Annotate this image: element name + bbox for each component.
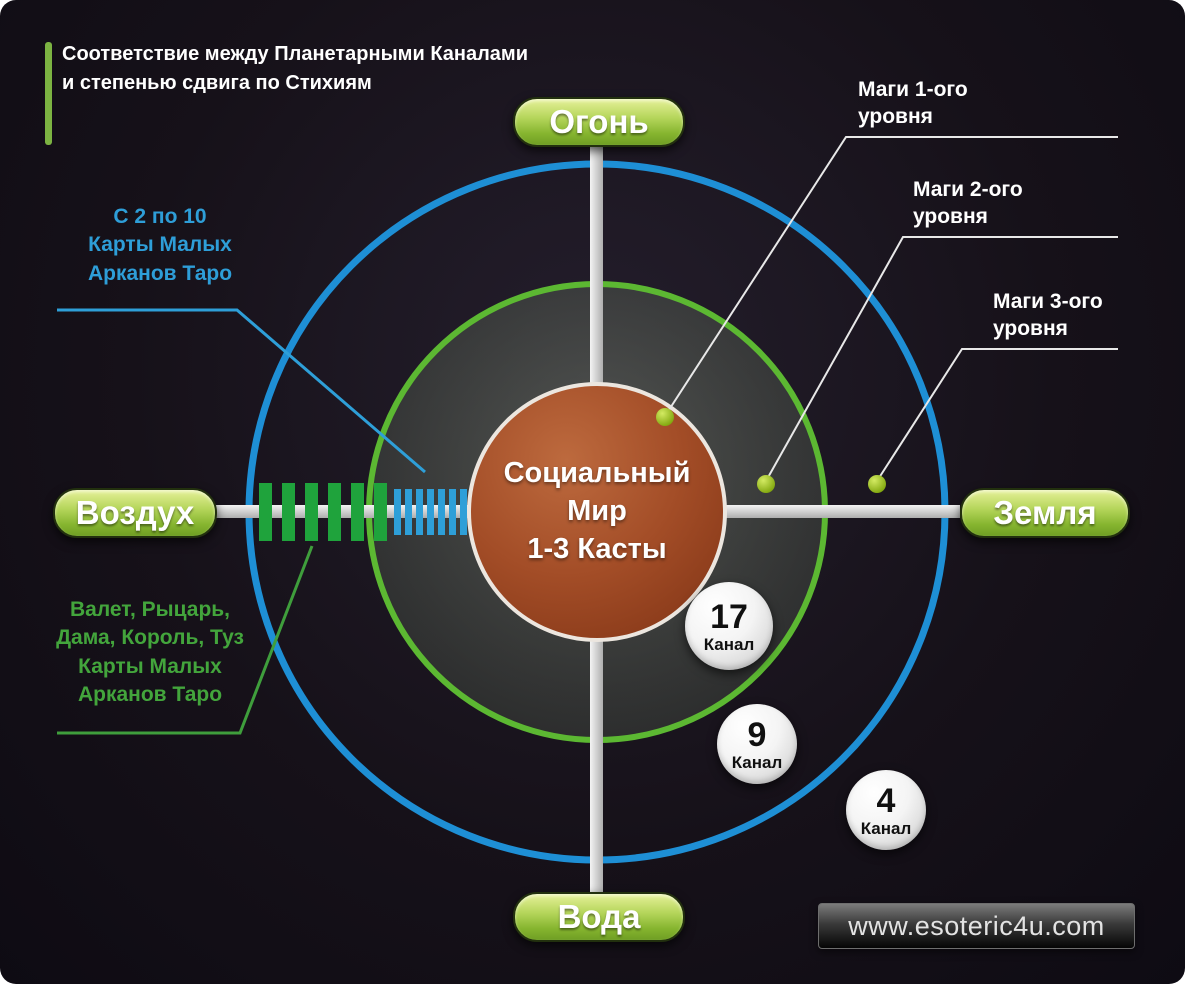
magi-level-3-label: Маги 3-ого уровня [993,290,1103,341]
element-label-water: Вода [557,898,641,935]
magi-2-marker-dot [757,475,775,493]
page-title: Соответствие между Планетарными Каналами… [62,43,529,94]
numbered-cards-note: С 2 по 10 Карты Малых Арканов Таро [87,205,233,285]
magi-level-2-label: Маги 2-ого уровня [913,178,1023,229]
element-label-fire: Огонь [549,103,649,140]
magi-1-marker-dot [656,408,674,426]
channel-9-ball: 9 Канал [717,704,797,784]
channel-label: Канал [860,818,912,838]
magi-level-1-label: Маги 1-ого уровня [858,78,968,129]
channel-label: Канал [703,634,755,654]
website-url[interactable]: www.esoteric4u.com [848,910,1105,941]
channel-number: 9 [747,715,767,754]
channel-number: 17 [710,597,748,636]
numbered-cards-connector-line [57,308,426,474]
website-bar[interactable]: www.esoteric4u.com [818,903,1135,949]
element-label-earth: Земля [993,494,1097,531]
center-social-world-label: Социальный Мир 1-3 Касты [503,457,691,565]
element-label-air: Воздух [75,494,195,531]
court-cards-connector-line [57,545,314,735]
element-pill-air: Воздух [53,488,217,538]
element-pill-earth: Земля [960,488,1130,538]
magi-3-marker-dot [868,475,886,493]
channel-17-ball: 17 Канал [685,582,773,670]
blue-hatch-marks [394,489,467,535]
element-pill-water: Вода [513,892,685,942]
magi-1-connector-line [664,136,1118,417]
magi-3-connector-line [876,348,1118,482]
channel-4-ball: 4 Канал [846,770,926,850]
magi-2-connector-line [765,236,1118,482]
center-social-world-circle [467,382,727,642]
title-accent-bar [45,42,52,145]
channel-label: Канал [731,752,783,772]
green-hatch-marks [259,483,387,541]
element-pill-fire: Огонь [513,97,685,147]
court-cards-note: Валет, Рыцарь, Дама, Король, Туз Карты М… [56,598,244,707]
channel-number: 4 [876,781,896,820]
